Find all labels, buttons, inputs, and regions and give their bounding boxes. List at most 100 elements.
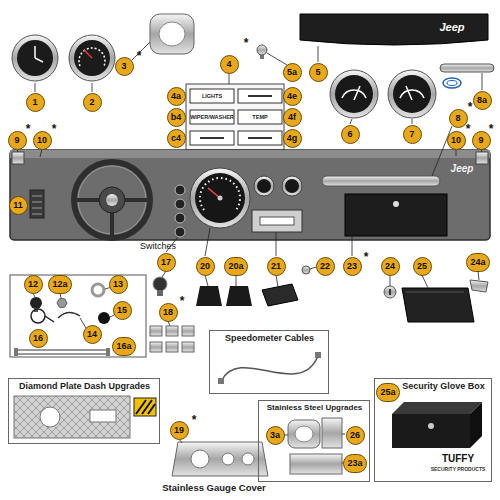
leader-lines xyxy=(422,275,428,288)
callout-text: 11 xyxy=(13,200,23,210)
callout-number: 1 xyxy=(26,93,45,112)
callout-number: 23 xyxy=(343,257,362,276)
bulb-clips xyxy=(166,342,178,352)
gauge-tach xyxy=(79,48,105,66)
knob xyxy=(257,45,267,55)
callout-text: 18 xyxy=(163,307,173,317)
callout-text: 26 xyxy=(350,430,360,440)
bulb-clips xyxy=(182,342,194,352)
leader-lines xyxy=(276,232,277,256)
callout-text: 3a xyxy=(270,430,280,440)
gauge-volt xyxy=(342,90,366,98)
callout-text: 3 xyxy=(121,61,126,71)
gauge-tach xyxy=(74,40,110,76)
gauge-clock xyxy=(34,46,36,58)
callout-number: 4f xyxy=(283,108,302,127)
security-glove-box xyxy=(392,402,482,414)
callout-number: 21 xyxy=(267,257,286,276)
gauge-oil xyxy=(400,90,424,98)
switch-label-panel xyxy=(248,137,272,139)
diamond-plate xyxy=(134,398,156,416)
small-gauges xyxy=(282,176,302,196)
switch-parts-frame xyxy=(92,284,104,296)
callout-number: 25 xyxy=(413,257,432,276)
callout-text: 21 xyxy=(271,261,281,271)
switch-label-panel xyxy=(190,89,234,103)
callout-number: 19 xyxy=(170,421,189,440)
panel-title: Stainless Steel Upgrades xyxy=(267,403,363,412)
speedometer xyxy=(190,168,250,228)
leader-lines xyxy=(456,149,457,156)
callout-number: 10 xyxy=(447,131,466,150)
callout-text: 12a xyxy=(52,279,67,289)
callout-number: 15 xyxy=(113,301,132,320)
switch-knobs xyxy=(175,185,185,195)
callout-text: 4g xyxy=(287,133,298,143)
callout-number: 7 xyxy=(403,125,422,144)
speedometer xyxy=(218,196,223,201)
part-label: WIPER/WASHER xyxy=(190,114,234,120)
gauge-bezel xyxy=(150,14,194,54)
part-label: TUFFY xyxy=(442,453,474,464)
switch-parts-frame xyxy=(31,309,45,323)
switch-knobs xyxy=(175,227,185,237)
diamond-plate xyxy=(14,396,156,438)
speedometer-cable xyxy=(222,356,318,380)
callout-text: 10 xyxy=(37,135,47,145)
dash-panel xyxy=(12,152,24,164)
callout-number: 16a xyxy=(112,337,136,356)
gauge-tach xyxy=(69,35,115,81)
dash-panel xyxy=(476,152,488,164)
leader-lines xyxy=(17,42,482,463)
callout-text: 24 xyxy=(385,261,395,271)
gauge-clock xyxy=(12,35,58,81)
callout-number: 16 xyxy=(29,329,48,348)
switch-label-panel xyxy=(248,95,272,97)
callout-number: 12 xyxy=(24,275,43,294)
small-parts xyxy=(196,286,222,306)
callout-number: 5a xyxy=(283,63,302,82)
asterisk-mark: * xyxy=(52,123,57,136)
gauge-clock xyxy=(35,58,43,62)
callout-text: 12 xyxy=(28,279,38,289)
dash-panel xyxy=(32,214,42,215)
diamond-plate xyxy=(136,400,155,414)
leader-lines xyxy=(342,434,345,435)
gauge-oil xyxy=(388,70,436,118)
callout-text: 5 xyxy=(315,67,320,77)
small-parts xyxy=(384,286,396,298)
asterisk-mark: * xyxy=(26,123,31,136)
stainless-parts xyxy=(288,418,342,474)
switch-parts-frame xyxy=(30,297,42,309)
switch-knobs xyxy=(175,199,185,209)
bulb-clips xyxy=(150,326,194,352)
callout-number: 4a xyxy=(167,87,186,106)
small-parts xyxy=(302,266,310,274)
callout-number: 10 xyxy=(33,131,52,150)
switch-parts-frame xyxy=(98,312,110,324)
leader-lines xyxy=(390,275,391,286)
switch-label-panel xyxy=(238,89,282,103)
steering-wheel xyxy=(99,187,125,213)
callout-text: 25 xyxy=(417,261,427,271)
part-label: Jeep xyxy=(439,21,464,33)
callout-text: 19 xyxy=(174,425,184,435)
small-parts xyxy=(406,292,464,293)
small-gauges xyxy=(254,176,274,196)
gauge-oil xyxy=(388,70,436,118)
radio-plate xyxy=(252,210,302,232)
upgrade-panel: Diamond Plate Dash Upgrades xyxy=(8,378,160,444)
gauge-tach xyxy=(84,50,92,58)
glove-box-door xyxy=(345,194,447,236)
leader-lines xyxy=(168,321,170,326)
callout-text: 13 xyxy=(113,279,123,289)
asterisk-mark: * xyxy=(192,414,197,427)
callout-number: 26 xyxy=(346,426,365,445)
callout-text: 4a xyxy=(171,91,181,101)
bulb-clips xyxy=(166,326,178,336)
gauge-clock xyxy=(12,35,58,81)
callout-number: 8a xyxy=(473,91,492,110)
switch-label-panel xyxy=(200,137,224,139)
bulb-clips xyxy=(182,326,194,336)
